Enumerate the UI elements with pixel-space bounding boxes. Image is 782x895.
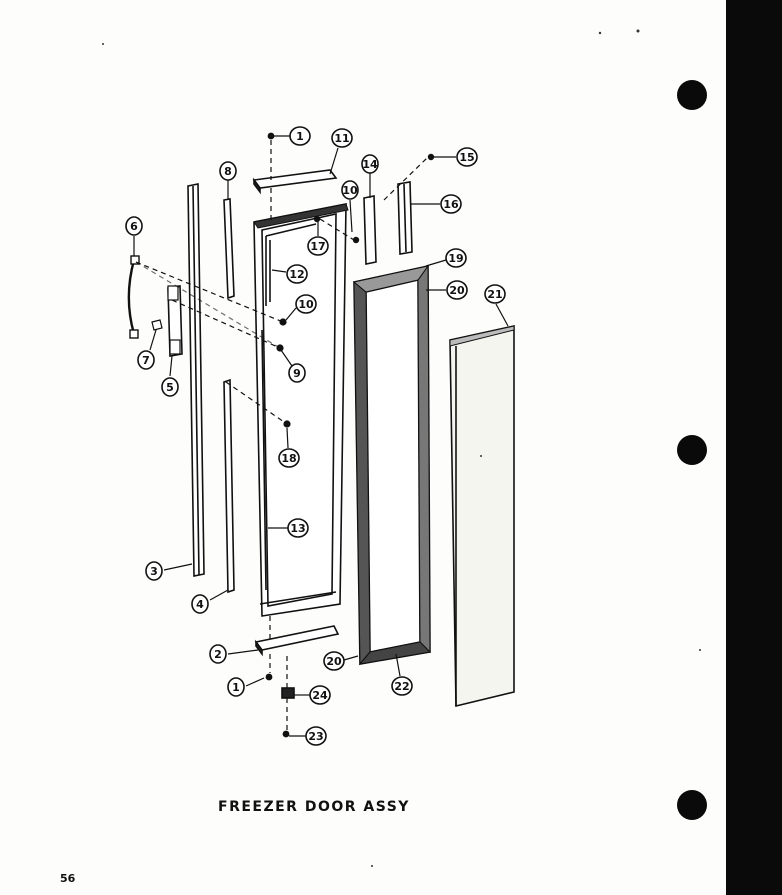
svg-text:15: 15 bbox=[459, 151, 474, 164]
callout-1-top: 1 bbox=[289, 126, 311, 146]
callout-4: 4 bbox=[191, 594, 209, 614]
diagram-caption: FREEZER DOOR ASSY bbox=[218, 799, 410, 815]
part-handle-bracket bbox=[167, 285, 183, 357]
callout-12: 12 bbox=[286, 264, 308, 284]
svg-text:2: 2 bbox=[214, 648, 222, 661]
callout-6: 6 bbox=[125, 216, 143, 236]
svg-text:16: 16 bbox=[443, 198, 459, 211]
callout-7: 7 bbox=[137, 350, 155, 370]
part-bottom-cap bbox=[254, 625, 340, 657]
svg-text:6: 6 bbox=[130, 220, 138, 233]
part-lower-strip bbox=[223, 378, 235, 594]
svg-text:10: 10 bbox=[342, 184, 358, 197]
leader-lines bbox=[133, 135, 509, 737]
svg-text:3: 3 bbox=[150, 565, 158, 578]
svg-text:21: 21 bbox=[487, 288, 502, 301]
svg-text:11: 11 bbox=[334, 132, 349, 145]
svg-text:1: 1 bbox=[232, 681, 240, 694]
callout-10-top: 10 bbox=[341, 180, 359, 200]
assembly-lines bbox=[135, 140, 429, 730]
part-door-gasket bbox=[352, 264, 432, 666]
svg-text:4: 4 bbox=[196, 598, 204, 611]
callout-16: 16 bbox=[440, 194, 462, 214]
callout-11: 11 bbox=[331, 128, 353, 148]
part-clip bbox=[151, 319, 163, 331]
svg-text:13: 13 bbox=[290, 522, 305, 535]
punch-hole-middle bbox=[677, 435, 707, 465]
callout-23: 23 bbox=[305, 726, 327, 746]
callout-8-top: 8 bbox=[219, 161, 237, 181]
callout-9: 9 bbox=[288, 363, 306, 383]
svg-text:12: 12 bbox=[289, 268, 304, 281]
part-bracket bbox=[363, 195, 377, 265]
part-inner-panel bbox=[449, 325, 515, 708]
svg-text:9: 9 bbox=[293, 367, 301, 380]
svg-text:18: 18 bbox=[281, 452, 296, 465]
svg-text:7: 7 bbox=[142, 354, 150, 367]
svg-text:10: 10 bbox=[298, 298, 314, 311]
svg-text:23: 23 bbox=[308, 730, 323, 743]
callout-18: 18 bbox=[278, 448, 300, 468]
callout-19: 19 bbox=[445, 248, 467, 268]
scan-specks bbox=[102, 29, 701, 867]
callout-20-top: 20 bbox=[446, 280, 468, 300]
svg-text:19: 19 bbox=[448, 252, 463, 265]
svg-text:20: 20 bbox=[449, 284, 465, 297]
svg-text:22: 22 bbox=[394, 680, 409, 693]
punch-hole-top bbox=[677, 80, 707, 110]
callout-17: 17 bbox=[307, 236, 329, 256]
part-door-frame bbox=[253, 203, 349, 617]
callout-24: 24 bbox=[309, 685, 331, 705]
svg-text:14: 14 bbox=[362, 158, 378, 171]
callout-1-bottom: 1 bbox=[227, 677, 245, 697]
callouts: 1 11 8 10 14 15 bbox=[125, 126, 506, 746]
callout-2: 2 bbox=[209, 644, 227, 664]
part-top-cap bbox=[252, 169, 338, 195]
callout-3: 3 bbox=[145, 561, 163, 581]
page-number: 56 bbox=[60, 872, 76, 885]
callout-15: 15 bbox=[456, 147, 478, 167]
callout-20-bottom: 20 bbox=[323, 651, 345, 671]
part-upper-strip bbox=[223, 198, 235, 300]
callout-21: 21 bbox=[484, 284, 506, 304]
scan-binding-edge bbox=[726, 0, 782, 895]
callout-5: 5 bbox=[161, 377, 179, 397]
part-side-strip bbox=[187, 183, 205, 577]
svg-text:24: 24 bbox=[312, 689, 328, 702]
callout-14: 14 bbox=[361, 154, 379, 174]
part-hinge-pin bbox=[281, 687, 295, 699]
callout-10-mid: 10 bbox=[295, 294, 317, 314]
svg-text:5: 5 bbox=[166, 381, 174, 394]
part-trim bbox=[397, 181, 413, 255]
part-handle bbox=[127, 255, 140, 339]
svg-text:8: 8 bbox=[224, 165, 232, 178]
svg-text:17: 17 bbox=[310, 240, 325, 253]
svg-text:1: 1 bbox=[296, 130, 304, 143]
punch-hole-bottom bbox=[677, 790, 707, 820]
svg-text:20: 20 bbox=[326, 655, 342, 668]
callout-13: 13 bbox=[287, 518, 309, 538]
callout-22: 22 bbox=[391, 676, 413, 696]
